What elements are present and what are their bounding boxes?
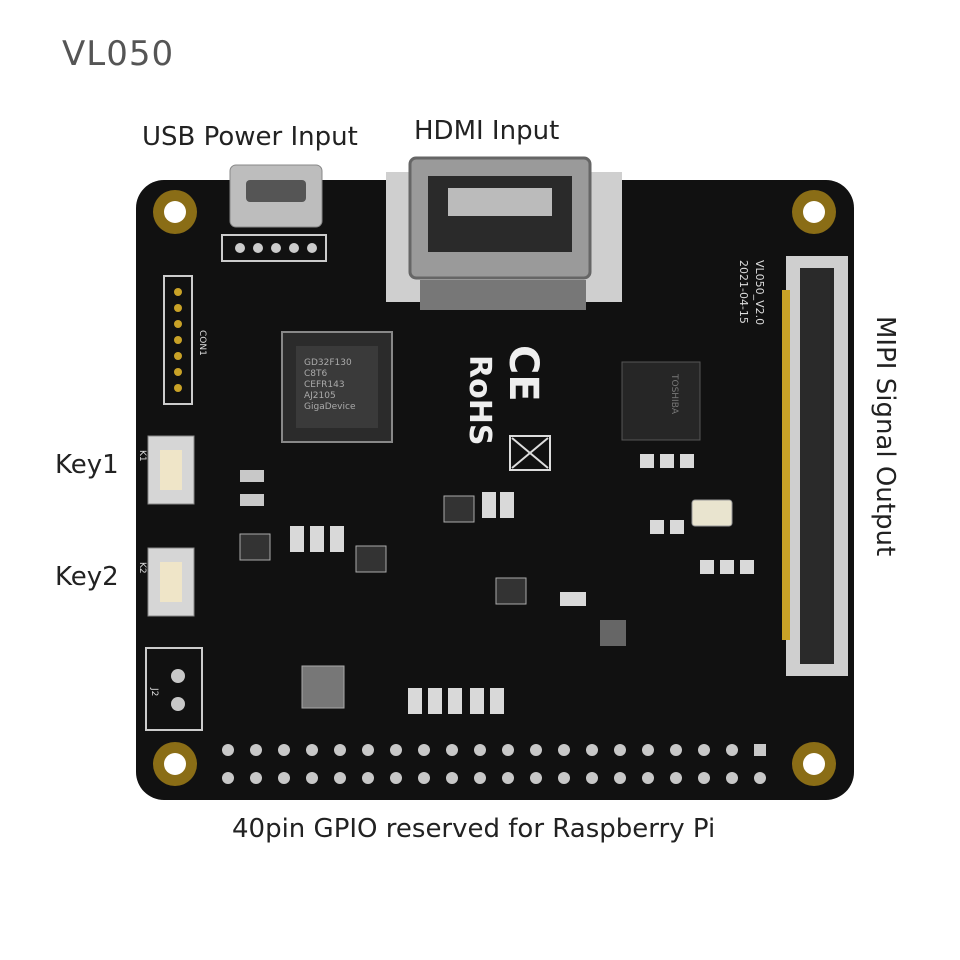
mcu-line-4: AJ2105 — [304, 391, 336, 401]
mounting-holes — [153, 190, 836, 786]
mcu-line-1: GD32F130 — [304, 358, 352, 368]
ce-silk: CE — [500, 345, 546, 402]
hdmi-connector — [386, 156, 622, 310]
mipi-output-label: MIPI Signal Output — [870, 316, 900, 557]
version-silk: VL050_V2.0 2021-04-15 — [737, 260, 766, 325]
mipi-connector — [782, 256, 848, 676]
silkscreen-logos: RoHS CE — [462, 345, 551, 471]
rohs-silk: RoHS — [462, 355, 497, 445]
hdmi-input-label: HDMI Input — [414, 116, 560, 146]
usb-connector — [221, 164, 327, 262]
k2-silk: K2 — [137, 562, 147, 574]
j2-silk: J2 — [149, 687, 159, 696]
key2-label: Key2 — [55, 562, 119, 592]
gpio-header — [222, 744, 766, 784]
gpio-label: 40pin GPIO reserved for Raspberry Pi — [232, 814, 716, 844]
con1-silk: CON1 — [197, 330, 207, 356]
board-id-silk: VL050_V2.0 — [753, 260, 766, 325]
mcu-chip: GD32F130 C8T6 CEFR143 AJ2105 GigaDevice — [281, 331, 393, 443]
key1-label: Key1 — [55, 450, 119, 480]
crystal — [691, 499, 733, 527]
mcu-line-2: C8T6 — [304, 369, 328, 379]
key1-button: K1 — [137, 435, 195, 505]
mcu-line-5: GigaDevice — [304, 402, 356, 412]
model-title: VL050 — [62, 34, 175, 74]
j2-connector: J2 — [145, 647, 203, 731]
bridge-silk: TOSHIBA — [669, 373, 679, 415]
smd-components — [239, 454, 754, 714]
con1-header: CON1 — [163, 275, 207, 405]
mcu-line-3: CEFR143 — [304, 380, 345, 390]
k1-silk: K1 — [137, 450, 147, 462]
date-silk: 2021-04-15 — [737, 260, 750, 324]
usb-power-label: USB Power Input — [142, 122, 358, 152]
bridge-chip: TOSHIBA — [621, 361, 701, 441]
key2-button: K2 — [137, 547, 195, 617]
